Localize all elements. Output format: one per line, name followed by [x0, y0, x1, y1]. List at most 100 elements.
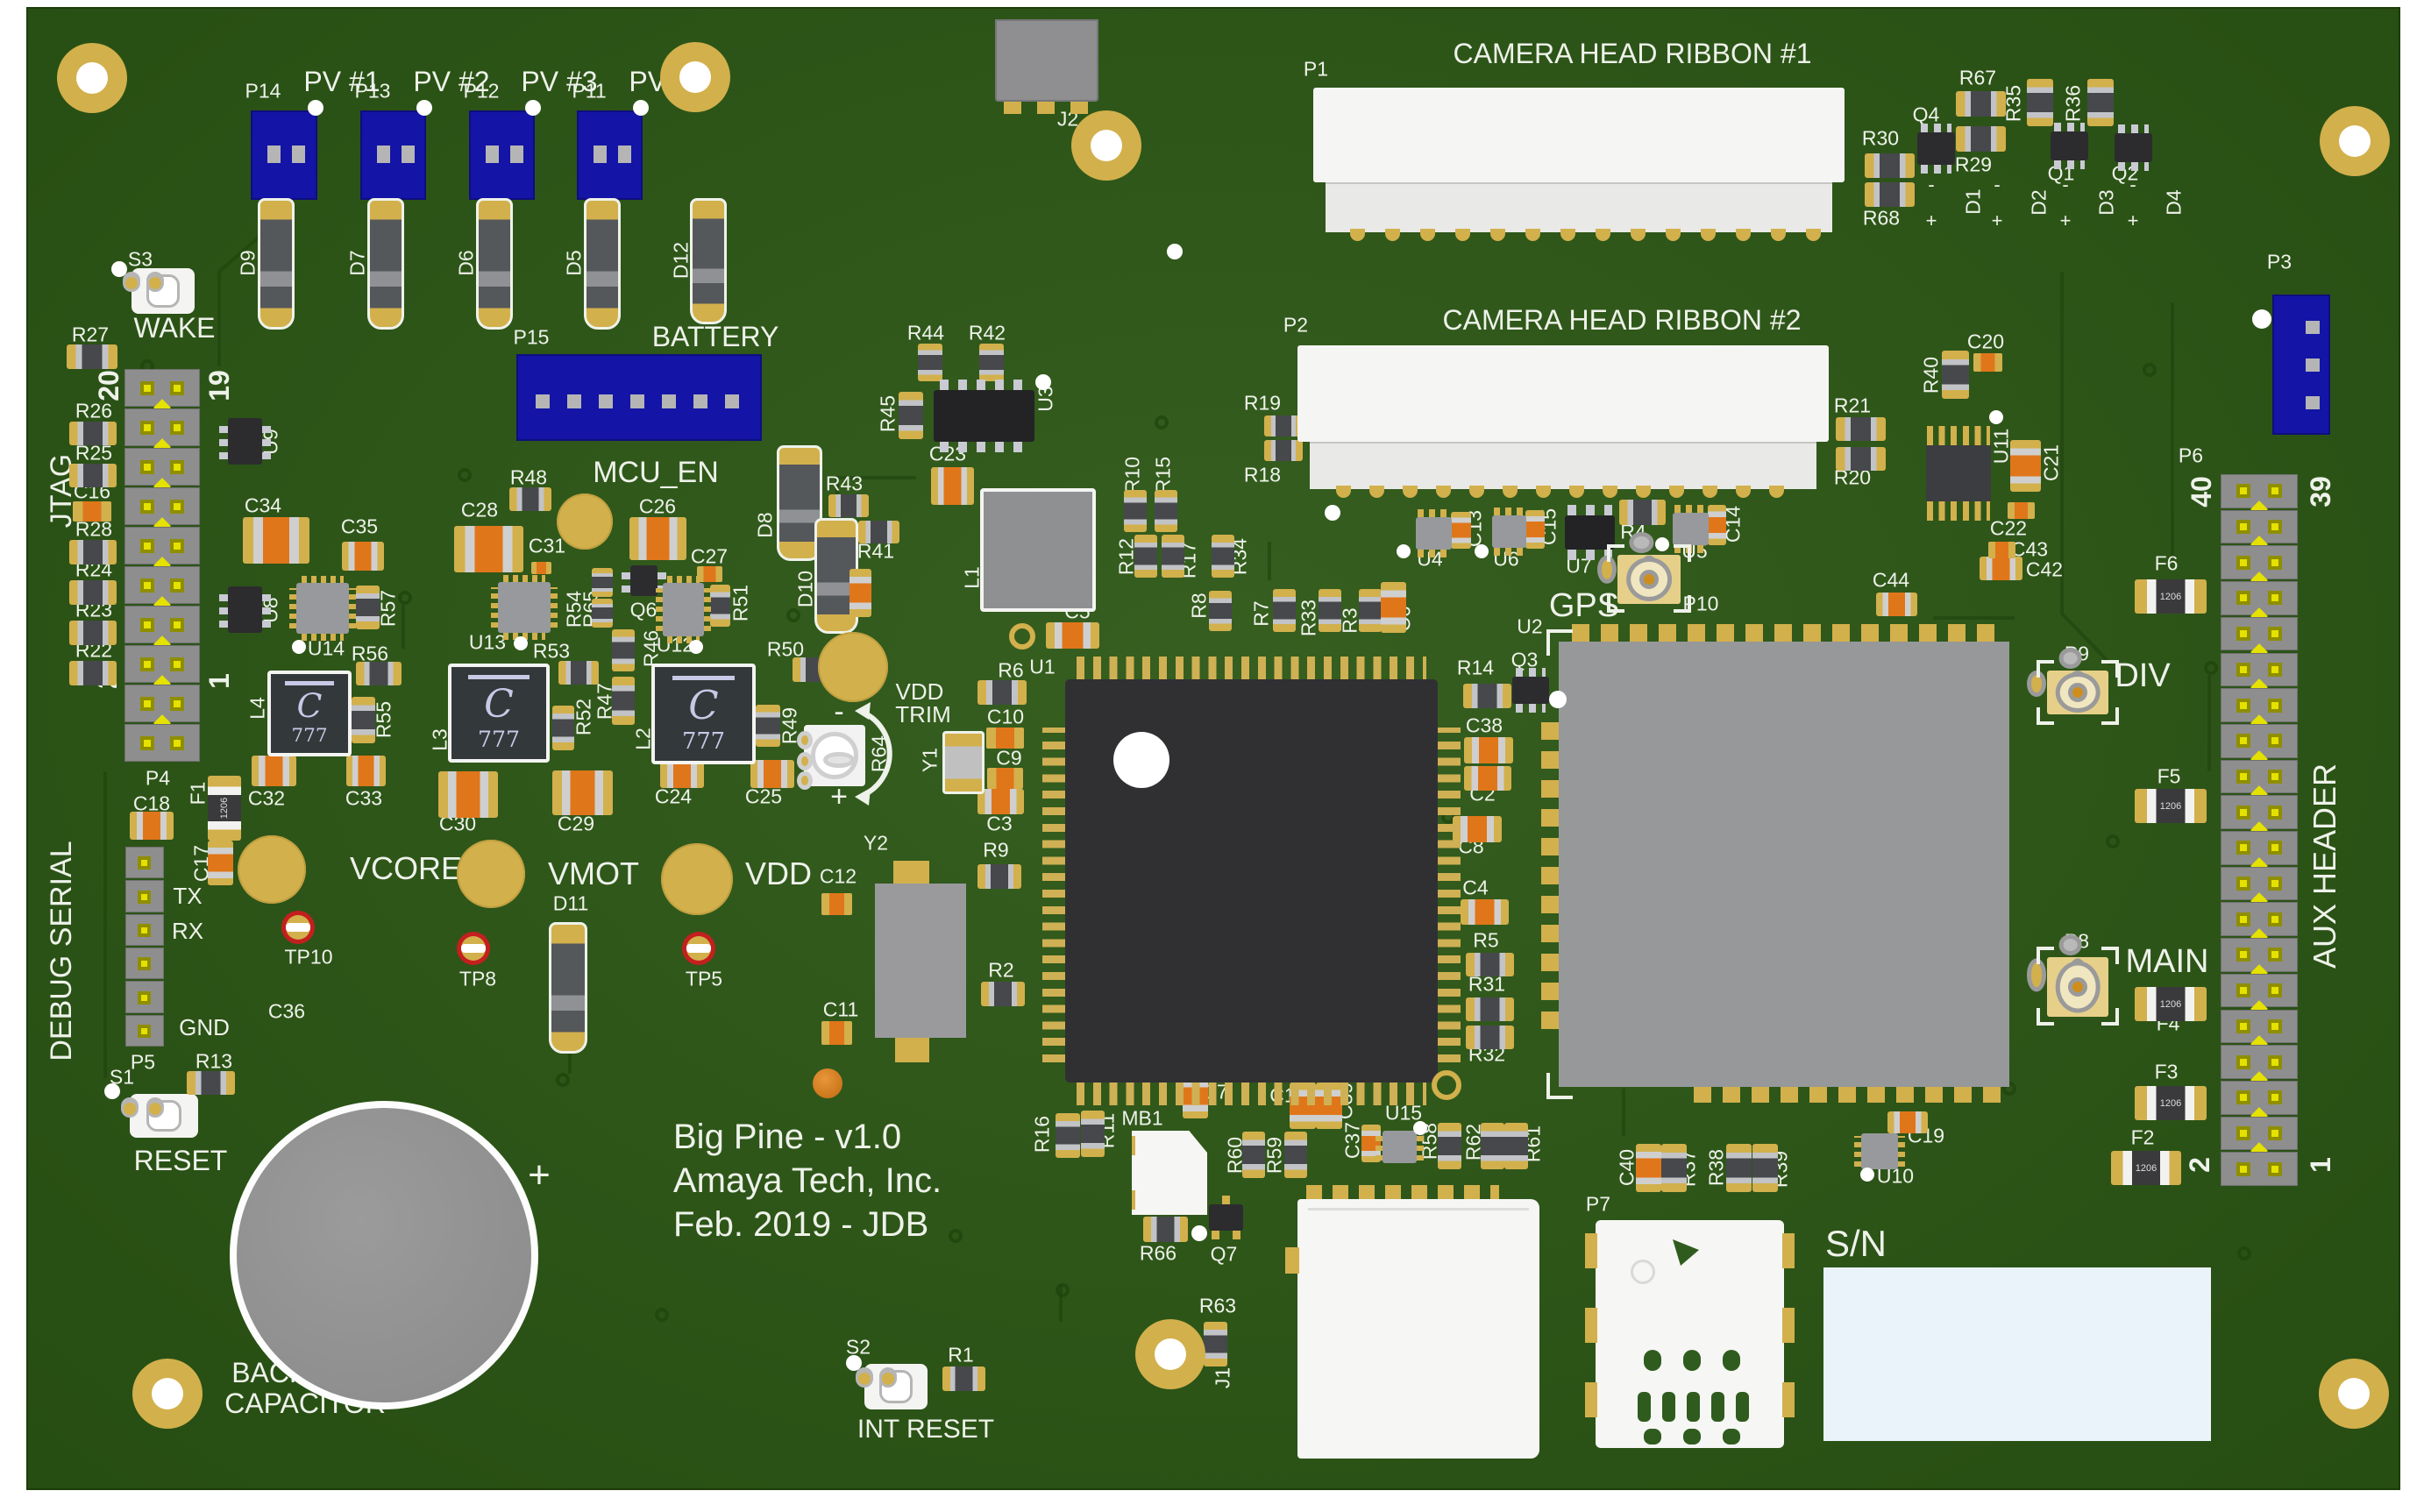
mounting-hole-br [2319, 1359, 2389, 1429]
ref-label-P5: P5 [130, 1050, 156, 1074]
ref-label-U13: U13 [468, 630, 507, 654]
component-R17 [1162, 535, 1184, 578]
silk-text--: - [1994, 174, 2001, 195]
gold-pad-VCORE [238, 835, 306, 904]
component-Q4 [1917, 124, 1955, 174]
ref-label-R67: R67 [1958, 66, 1997, 89]
component-U9 [219, 418, 271, 465]
silk-text-2: 2 [2184, 1157, 2215, 1173]
header-P4-JTAG [124, 369, 200, 763]
ref-label-C3: C3 [986, 812, 1013, 835]
component-C31 [531, 562, 551, 574]
component-R33 [1319, 589, 1341, 632]
component-C11 [821, 1021, 852, 1045]
ref-label-C27: C27 [690, 544, 729, 568]
ref-label-R19: R19 [1243, 391, 1282, 415]
component-R65 [592, 599, 613, 628]
component-D6 [476, 198, 513, 330]
component-R31 [1466, 997, 1514, 1021]
sd-card-J1 [1285, 1185, 1539, 1459]
dot-U3 [1035, 374, 1051, 390]
ref-label-R63: R63 [1198, 1294, 1237, 1317]
mounting-hole-bc [1135, 1319, 1205, 1389]
ref-label-C12: C12 [819, 864, 857, 888]
fiducial-2 [1432, 1070, 1461, 1100]
component-F6: 1206 [2135, 579, 2207, 614]
ref-label-C30: C30 [438, 812, 477, 835]
component-C41 [849, 569, 871, 617]
silk-text-reset: RESET [133, 1145, 228, 1176]
component-R44 [918, 344, 942, 381]
component-R52 [552, 706, 574, 750]
mcu-U1 [1042, 657, 1461, 1105]
component-R53 [558, 661, 599, 685]
component-R47 [612, 677, 635, 725]
component-R13 [187, 1071, 235, 1095]
component-R61 [1504, 1123, 1528, 1169]
ref-label-R7: R7 [1249, 600, 1273, 627]
silk-text-big-pine-v1-0: Big Pine - v1.0 [673, 1118, 902, 1156]
ref-label-R10: R10 [1120, 456, 1144, 494]
component-R4 [1619, 500, 1666, 525]
ref-label-MB1: MB1 [1121, 1106, 1163, 1130]
inductor-value: 777 [477, 726, 521, 752]
module-U2 [1541, 624, 2009, 1103]
ref-label-D8: D8 [753, 512, 777, 538]
ref-label-P1: P1 [1303, 57, 1329, 81]
silk-text--: - [2129, 174, 2136, 195]
ref-label-C31: C31 [528, 534, 566, 557]
gold-pad-VDD_TRIM [818, 632, 888, 702]
component-R67 [1956, 91, 2006, 117]
ref-label-R46: R46 [639, 629, 663, 668]
component-C33 [346, 756, 386, 786]
ref-label-U10: U10 [1876, 1164, 1915, 1188]
testpoint-TP5 [682, 932, 715, 965]
ref-label-R68: R68 [1862, 206, 1901, 230]
ref-label-F1: F1 [186, 781, 210, 806]
component-R5 [1466, 953, 1514, 976]
component-F1: 1206 [208, 776, 241, 841]
ref-label-D10: D10 [793, 570, 817, 608]
ref-label-D1: D1 [1961, 188, 1985, 215]
ref-label-R25: R25 [75, 441, 113, 465]
component-R35 [2027, 79, 2053, 126]
component-Q1 [2051, 123, 2088, 169]
silk-text-vdd: VDD [895, 678, 944, 705]
component-C27 [697, 566, 722, 582]
header-P5-DEBUG [125, 847, 164, 1048]
dot-P2 [1325, 505, 1340, 521]
component-U14 [289, 576, 356, 641]
ref-label-D2: D2 [2027, 189, 2051, 216]
silk-text-20: 20 [93, 370, 124, 401]
component-U12 [656, 576, 711, 643]
mounting-hole-tr [2320, 106, 2390, 176]
ref-label-C32: C32 [247, 786, 286, 810]
component-F5: 1206 [2135, 789, 2207, 823]
dot-P14 [308, 100, 323, 116]
silk-text--: + [528, 1154, 551, 1196]
ref-label-P3: P3 [2266, 250, 2292, 273]
ref-label-R53: R53 [532, 639, 571, 663]
ribbon-connector-P2 [1297, 345, 1829, 500]
component-D8 [777, 445, 822, 561]
silk-text--: + [1925, 209, 1937, 231]
component-VDD-TRIM-arrow [855, 697, 925, 811]
component-R16 [1056, 1113, 1080, 1158]
fuse-marking: 1206 [2159, 998, 2182, 1010]
component-R45 [899, 392, 923, 439]
silk-bracket-P8-silk [2037, 947, 2119, 1026]
component-F4: 1206 [2135, 987, 2207, 1021]
chip-antenna-MB1 [1132, 1131, 1207, 1215]
ref-label-R5: R5 [1473, 928, 1499, 952]
ref-label-C34: C34 [244, 493, 282, 517]
ref-label-D4: D4 [2162, 189, 2186, 216]
silk-text-vcore: VCORE [349, 850, 463, 886]
silk-text-vmot: VMOT [548, 855, 639, 891]
inductor-value: 777 [291, 725, 328, 748]
silk-text--: - [1928, 174, 1935, 195]
component-C18 [130, 812, 174, 840]
component-R10 [1124, 490, 1147, 532]
component-R66 [1143, 1217, 1188, 1242]
